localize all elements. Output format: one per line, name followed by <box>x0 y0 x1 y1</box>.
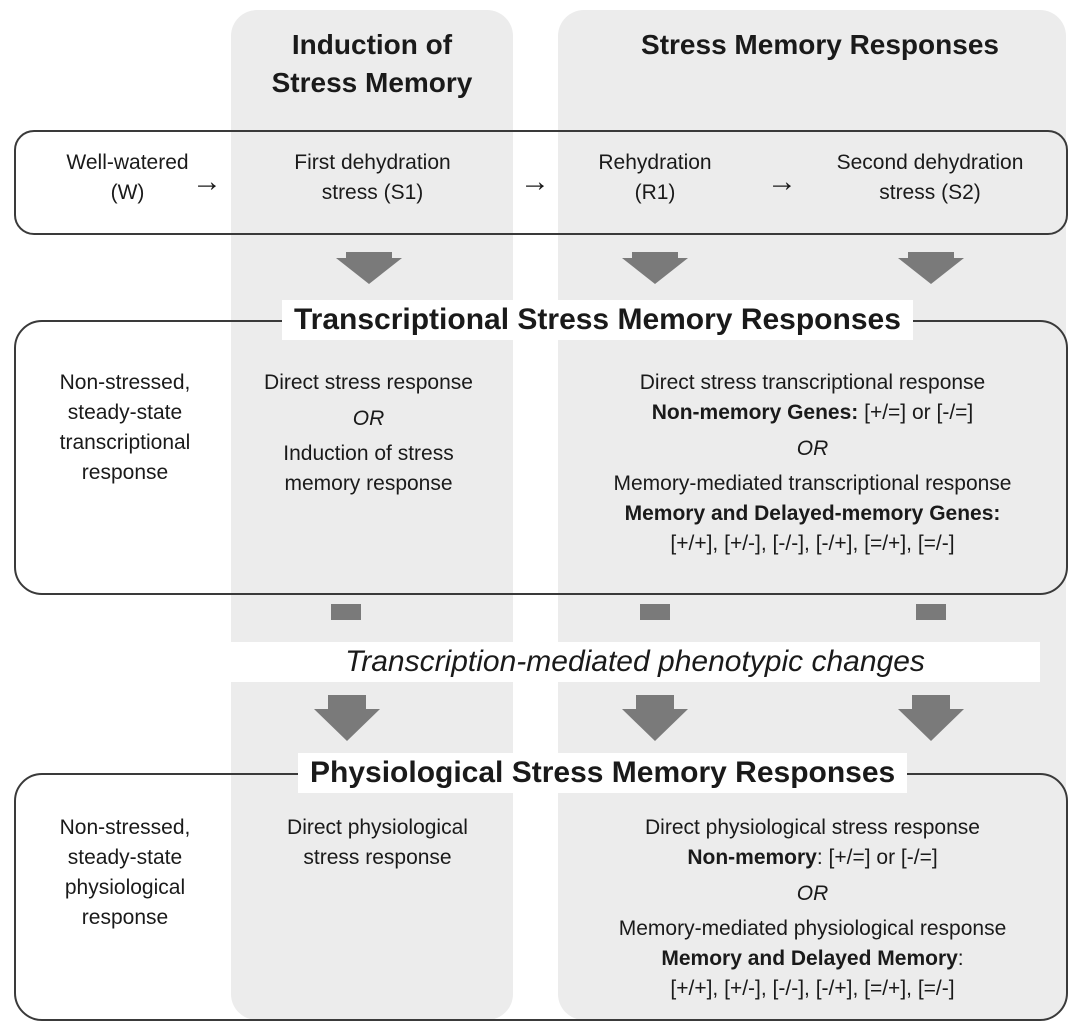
transcriptional-right-text: Direct stress transcriptional response N… <box>613 371 1012 555</box>
down-arrow-icon <box>622 695 688 741</box>
stage-rehydration: Rehydration(R1) <box>598 151 712 204</box>
down-arrow-icon <box>898 252 964 284</box>
connector-bar <box>331 604 361 620</box>
column-gap <box>513 345 558 590</box>
physiological-left-text: Non-stressed, steady-state physiological… <box>59 816 191 929</box>
stage-well-watered: Well-watered(W) <box>66 151 189 204</box>
physiological-mid-text: Direct physiological stress response <box>287 816 468 869</box>
phenotypic-changes-label: Transcription-mediated phenotypic change… <box>230 642 1040 682</box>
connector-bar <box>916 604 946 620</box>
arrow-right-icon: → <box>192 165 222 198</box>
stage-timeline-box <box>14 130 1068 235</box>
induction-column-bg <box>231 10 513 1020</box>
responses-header: Stress Memory Responses <box>641 29 999 60</box>
connector-bar <box>640 604 670 620</box>
arrow-right-icon: → <box>767 165 797 198</box>
transcriptional-title: Transcriptional Stress Memory Responses <box>282 300 913 340</box>
physiological-right-text: Direct physiological stress response Non… <box>618 816 1007 1000</box>
transcriptional-mid-text: Direct stress response OR Induction of s… <box>264 371 473 495</box>
induction-header: Induction of Stress Memory <box>271 29 473 98</box>
physiological-title: Physiological Stress Memory Responses <box>298 753 908 793</box>
down-arrow-icon <box>336 252 402 284</box>
down-arrow-icon <box>898 695 964 741</box>
down-arrow-icon <box>622 252 688 284</box>
down-arrow-icon <box>314 695 380 741</box>
arrow-right-icon: → <box>520 165 550 198</box>
transcriptional-left-text: Non-stressed, steady-state transcription… <box>59 371 191 484</box>
column-gap <box>513 800 558 1018</box>
responses-column-bg <box>558 10 1066 1020</box>
